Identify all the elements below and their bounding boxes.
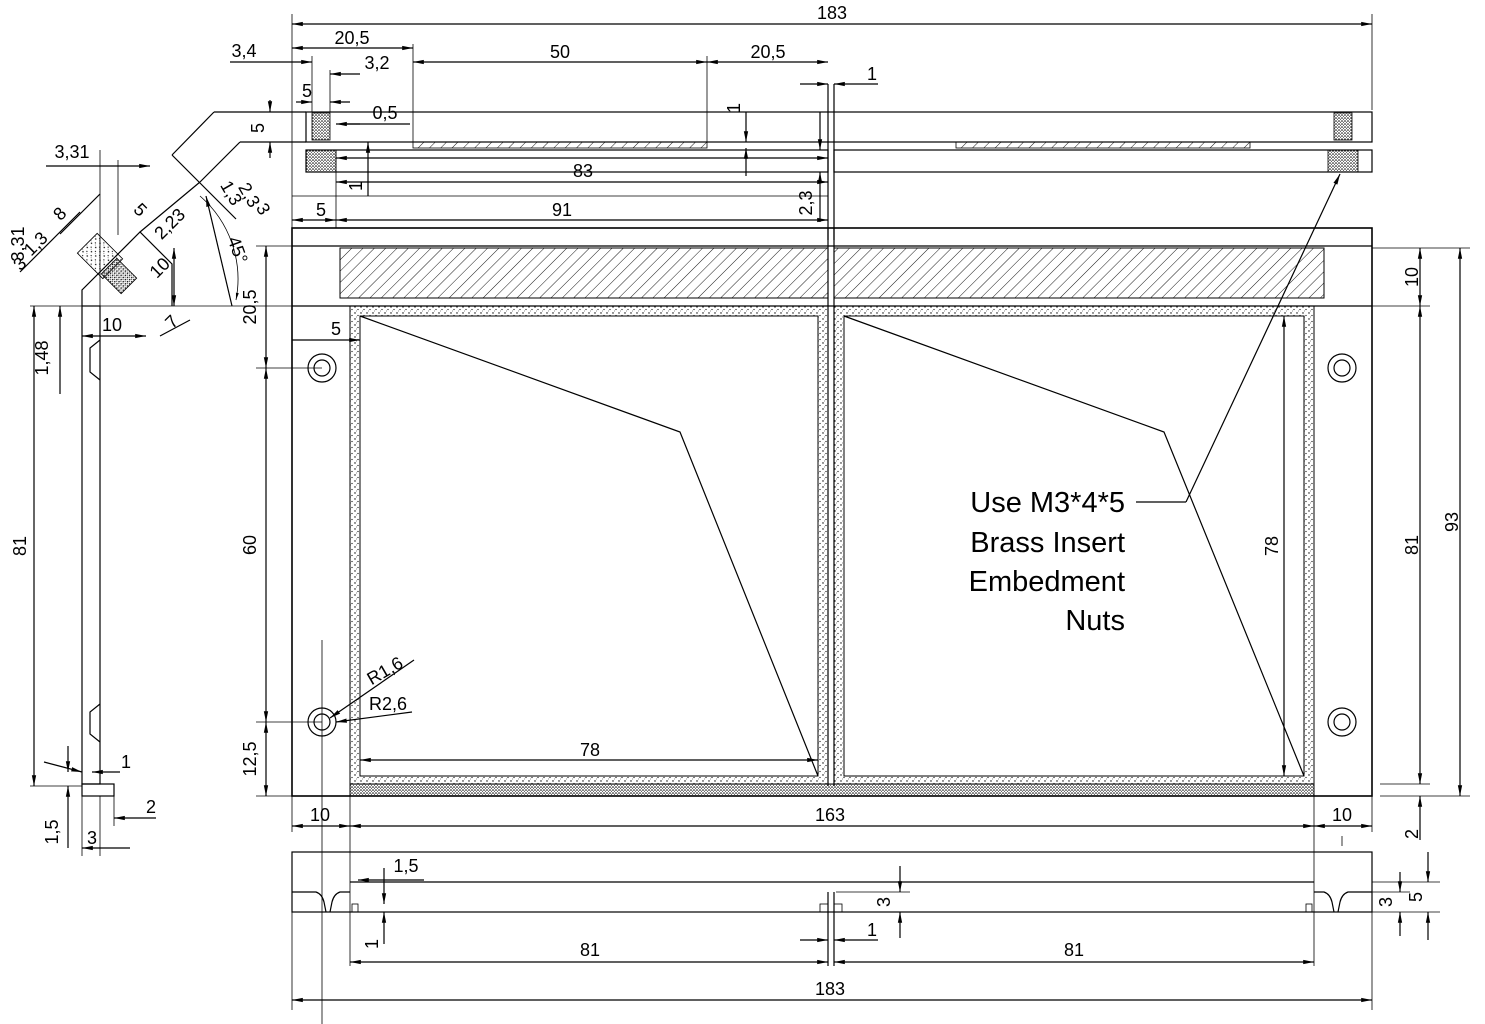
dim-side-w10: 10 (146, 254, 174, 282)
dim-side-base10: 10 (102, 315, 122, 335)
dim-front-center: 163 (815, 805, 845, 825)
dim-side-w223: 2,23 (150, 204, 189, 243)
dim-right-margin: 20,5 (750, 42, 785, 62)
dim-side-width-b: 3,31 (8, 226, 28, 261)
dim-side-w7: 7 (161, 311, 182, 332)
dim-thin: 0,5 (372, 103, 397, 123)
note-line-1: Use M3*4*5 (970, 487, 1125, 519)
dim-overall-top: 183 (817, 3, 847, 23)
dim-lip: 2,3 (796, 190, 816, 215)
dim-slot: 50 (550, 42, 570, 62)
dim-bottom-overall: 183 (815, 979, 845, 999)
dim-edge: 5 (316, 200, 326, 220)
note-line-3: Embedment (969, 566, 1125, 598)
dim-side-f1: 1 (121, 752, 131, 772)
dim-side-f3: 3 (87, 828, 97, 848)
dim-side-h81: 81 (10, 536, 30, 556)
dim-front-inner-height: 78 (1262, 536, 1282, 556)
dim-inner: 83 (573, 161, 593, 181)
dim-front-bottom-margin: 12,5 (240, 741, 260, 776)
dim-bottom-left81: 81 (580, 940, 600, 960)
dim-bottom-right81: 81 (1064, 940, 1084, 960)
dim-front-height81: 81 (1402, 535, 1422, 555)
dim-front-left-edge: 10 (310, 805, 330, 825)
brass-insert-note: Use M3*4*5 Brass Insert Embedment Nuts (969, 487, 1125, 637)
dim-front-base: 2 (1402, 829, 1422, 839)
dim-height: 5 (248, 123, 268, 133)
dim-nut: 5 (302, 81, 312, 101)
dim-front-pocket: 60 (240, 535, 260, 555)
dim-bottom-r5: 5 (1406, 892, 1426, 902)
bottom-view: 1,5 3 1 81 1 81 183 3 5 (291, 851, 1440, 1010)
dim-side-h148: 1,48 (32, 340, 52, 375)
dim-depth: 1 (724, 103, 744, 113)
dim-bottom-d1: 1 (362, 939, 382, 949)
side-view: 3,31 3,31 8 5 2,23 1,3 3 1,3 2,3 3 10 10… (8, 142, 292, 856)
dim-bottom-gap1: 1 (867, 920, 877, 940)
radius-label-large: R2,6 (369, 694, 407, 714)
note-line-4: Nuts (1065, 605, 1125, 637)
front-view: 20,5 5 60 12,5 R1,6 R2,6 78 78 10 163 10 (240, 173, 1470, 1024)
top-view: 183 20,5 50 20,5 1 3,4 3,2 5 0,5 5 1 83 … (171, 3, 1373, 240)
dim-side-w5: 5 (130, 199, 151, 220)
dim-offset-b: 3,2 (364, 53, 389, 73)
dim-low: 1 (346, 181, 366, 191)
dim-bottom-d3: 3 (874, 897, 894, 907)
dim-side-f15: 1,5 (42, 819, 62, 844)
dim-front-hole-offset: 5 (331, 319, 341, 339)
dim-bottom-lip: 1,5 (393, 856, 418, 876)
dim-front-right-edge: 10 (1332, 805, 1352, 825)
dim-bottom-r3: 3 (1376, 897, 1396, 907)
dim-span: 91 (552, 200, 572, 220)
dim-side-width-a: 3,31 (54, 142, 89, 162)
dim-side-f2: 2 (146, 797, 156, 817)
dim-front-strip: 10 (1402, 267, 1422, 287)
dim-front-inner-width: 78 (580, 740, 600, 760)
dim-front-top-margin: 20,5 (240, 289, 260, 324)
dim-offset-a: 3,4 (231, 41, 256, 61)
dim-left-margin: 20,5 (334, 28, 369, 48)
dim-gap-top: 1 (867, 64, 877, 84)
angle-label: 45° (224, 234, 252, 266)
dim-front-height93: 93 (1442, 512, 1462, 532)
note-line-2: Brass Insert (970, 527, 1125, 559)
dim-side-w8: 8 (49, 203, 70, 224)
